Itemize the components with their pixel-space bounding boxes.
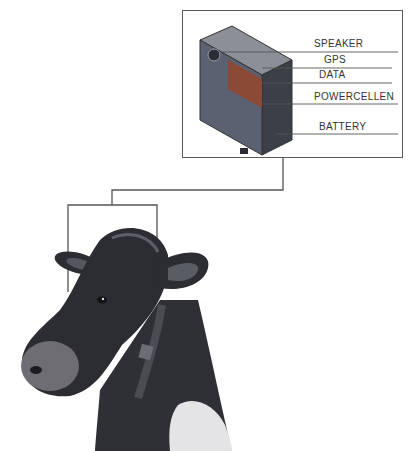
collar-strap	[138, 305, 162, 398]
callout-box: SPEAKER GPS DATA POWERCELLEN BATTERY	[182, 10, 403, 158]
device-side	[262, 60, 292, 155]
device-gps-data-panel	[228, 60, 262, 108]
leader-line	[222, 52, 398, 53]
part-label: DATA	[319, 69, 345, 81]
cow-eye	[97, 297, 107, 304]
device-connector	[240, 148, 248, 154]
collar-buckle	[138, 344, 153, 361]
leader-lines	[222, 52, 398, 134]
device-speaker	[208, 49, 220, 61]
part-label: SPEAKER	[314, 38, 363, 50]
leader-line	[262, 68, 392, 69]
cow-muzzle	[21, 341, 79, 391]
leader-line	[262, 104, 398, 105]
cow-right-ear	[158, 253, 208, 290]
cow	[21, 228, 232, 451]
part-label: BATTERY	[319, 121, 366, 133]
cow-forehead-highlight	[112, 234, 158, 252]
cow-eye-highlight	[102, 298, 104, 300]
part-label: GPS	[324, 54, 346, 66]
wire-stem	[112, 158, 283, 205]
leader-line	[275, 134, 398, 135]
part-label: POWERCELLEN	[314, 91, 394, 103]
leader-line	[262, 83, 392, 84]
cow-nostril	[30, 366, 42, 374]
device	[200, 26, 292, 155]
cow-right-ear-inner	[168, 263, 198, 281]
device-front	[200, 40, 262, 155]
cow-chest-patch	[169, 401, 232, 451]
